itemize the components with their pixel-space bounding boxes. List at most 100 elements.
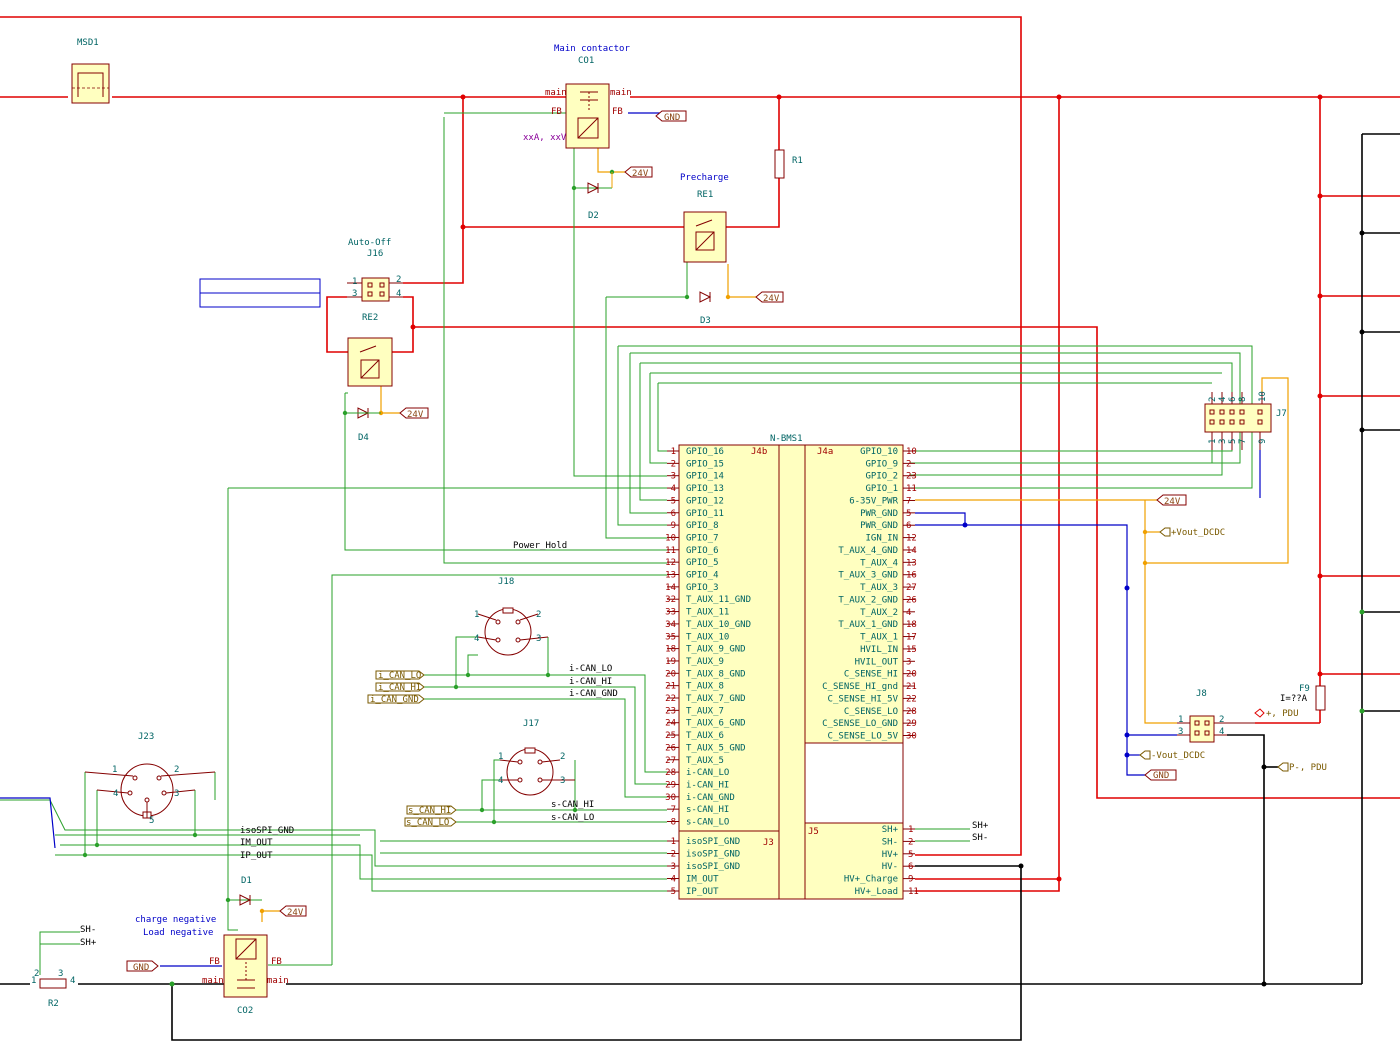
nbms-right-pin-number: 12 [906,534,917,544]
nbms-left-pin-name: T_AUX_7_GND [686,694,746,704]
nbms-j4a: J4a [817,447,833,457]
nbms-j5-pin-name: HV+_Load [855,887,898,897]
nbms-left-pin-number: 35 [665,632,676,642]
re2-ref: RE2 [362,313,378,323]
d3-diode[interactable]: D3 [699,291,712,326]
r2-ref: R2 [48,999,59,1009]
v24-label-co1: 24V [624,166,653,179]
nbms-left-pin-number: 30 [665,793,676,803]
d2-diode[interactable]: D2 [574,172,613,221]
nbms-left-pin-number: 28 [665,768,676,778]
j7-top-pin-number: 2 [1208,397,1218,402]
nbms-j4b: J4b [751,447,767,457]
bus-wires [0,112,1261,967]
j8-connector[interactable]: J8 1 2 3 4 [1177,689,1255,743]
nbms-left-pin-number: 7 [671,805,676,815]
nbms-right-pin-name: HVIL_OUT [855,657,899,667]
svg-text:2: 2 [560,752,565,762]
re1-relay[interactable]: Precharge RE1 [680,173,729,263]
j16-connector[interactable]: Auto-Off J16 1 2 3 4 [347,238,403,302]
svg-text:3: 3 [58,969,63,979]
svg-text:GND: GND [1153,771,1169,781]
nbms-right-pin-number: 16 [906,571,917,581]
nbms-right-pin-number: 29 [906,719,917,729]
nbms-left-pin-name: T_AUX_10 [686,632,729,642]
nbms-right-pin-name: T_AUX_3 [860,583,898,593]
svg-text:2: 2 [34,969,39,979]
nbms-j5-pin-name: SH+ [882,825,899,835]
f9-fuse[interactable]: F9 I=??A [1280,684,1326,711]
svg-text:i_CAN_HI: i_CAN_HI [378,683,421,693]
nbms-left-pin-number: 25 [665,731,676,741]
gnd-label-co1: GND [655,110,687,123]
nbms-right-pin-name: T_AUX_1 [860,633,898,643]
nbms-right-pin-number: 21 [906,682,917,692]
nbms-left-pin-number: 33 [665,608,676,618]
nbms-j5-pin-number: 5 [908,850,913,860]
svg-text:1: 1 [31,976,36,986]
svg-text:3: 3 [560,776,565,786]
nbms-left-pin-name: i-CAN_HI [686,780,729,790]
co1-value: xxA, xxV [523,133,567,143]
re1-ref: RE1 [697,190,713,200]
j17-connector[interactable]: J17 1 2 4 3 [498,719,575,796]
j18-ref: J18 [498,577,514,587]
nbms-right-pin-name: IGN_IN [865,534,898,544]
nbms-j3-pin-number: 5 [671,887,676,897]
sh-plus-label: SH+ [972,821,989,831]
svg-text:2: 2 [174,765,179,775]
v24-label-d1: 24V [279,905,307,918]
co2-title2: Load negative [143,928,213,938]
nbms-left-pin-name: T_AUX_8 [686,682,724,692]
svg-text:24V: 24V [763,294,780,304]
f9-value: I=??A [1280,694,1308,704]
nbms-j3-pin-name: IP_OUT [686,887,719,897]
j7-bottom-pin-number: 7 [1238,439,1248,444]
svg-text:3: 3 [1178,727,1183,737]
msd1-symbol[interactable]: MSD1 [71,38,110,104]
nbms-right-pin-name: C_SENSE_HI_gnd [822,682,898,692]
nbms-right-pin-name: C_SENSE_LO_GND [822,719,898,729]
r1-resistor[interactable]: R1 [774,149,803,179]
svg-text:24V: 24V [287,908,304,918]
r2-resistor[interactable]: R2 1 2 3 4 [31,969,75,1009]
co2-pin-fb-right: FB [271,957,282,967]
nbms-right-pin-name: T_AUX_2 [860,608,898,618]
nbms-j5-pin-number: 11 [908,887,919,897]
j8-ref: J8 [1196,689,1207,699]
nbms-left-pin-number: 34 [665,620,676,630]
nbms-right-pin-name: 6-35V_PWR [849,496,898,506]
re1-title: Precharge [680,173,729,183]
i-can-hi-label: i-CAN_HI [569,677,612,687]
nbms-j3-pin-name: isoSPI_GND [686,837,740,847]
d4-diode[interactable]: D4 [345,407,381,443]
re2-relay[interactable]: RE2 [347,313,393,387]
vout-n-port: -Vout_DCDC [1139,750,1205,761]
j18-connector[interactable]: J18 1 2 4 3 [474,577,549,656]
co2-contactor[interactable]: charge negative Load negative CO2 FB FB … [135,915,289,1016]
svg-text:P-, PDU: P-, PDU [1289,763,1327,773]
nbms-left-pin-name: GPIO_8 [686,521,719,531]
svg-text:1: 1 [1178,715,1183,725]
co2-title1: charge negative [135,915,216,925]
v24-label-re2: 24V [399,407,429,420]
d1-diode[interactable]: D1 [228,876,262,906]
sh-minus-label: SH- [972,833,988,843]
nbms-right-pin-number: 27 [906,583,917,593]
nbms-right-pin-name: T_AUX_4_GND [838,546,898,556]
nbms-j5-pin-number: 1 [908,825,913,835]
nbms-left-pin-number: 2 [671,459,676,469]
nbms-right-pin-number: 5 [906,509,911,519]
nbms-left-pin-name: T_AUX_11 [686,608,729,618]
nbms-right-pin-name: PWR_GND [860,509,898,519]
co2-ref: CO2 [237,1006,253,1016]
nbms-right-pin-name: GPIO_9 [865,459,898,469]
nbms-right-pin-name: GPIO_1 [865,484,898,494]
nbms-right-pin-number: 11 [906,484,917,494]
co1-title: Main contactor [554,44,630,54]
j23-connector[interactable]: J23 1 2 4 3 5 [84,732,216,826]
co1-contactor[interactable]: Main contactor CO1 main main FB FB xxA, … [523,44,632,149]
nbms-left-pin-number: 26 [665,743,676,753]
